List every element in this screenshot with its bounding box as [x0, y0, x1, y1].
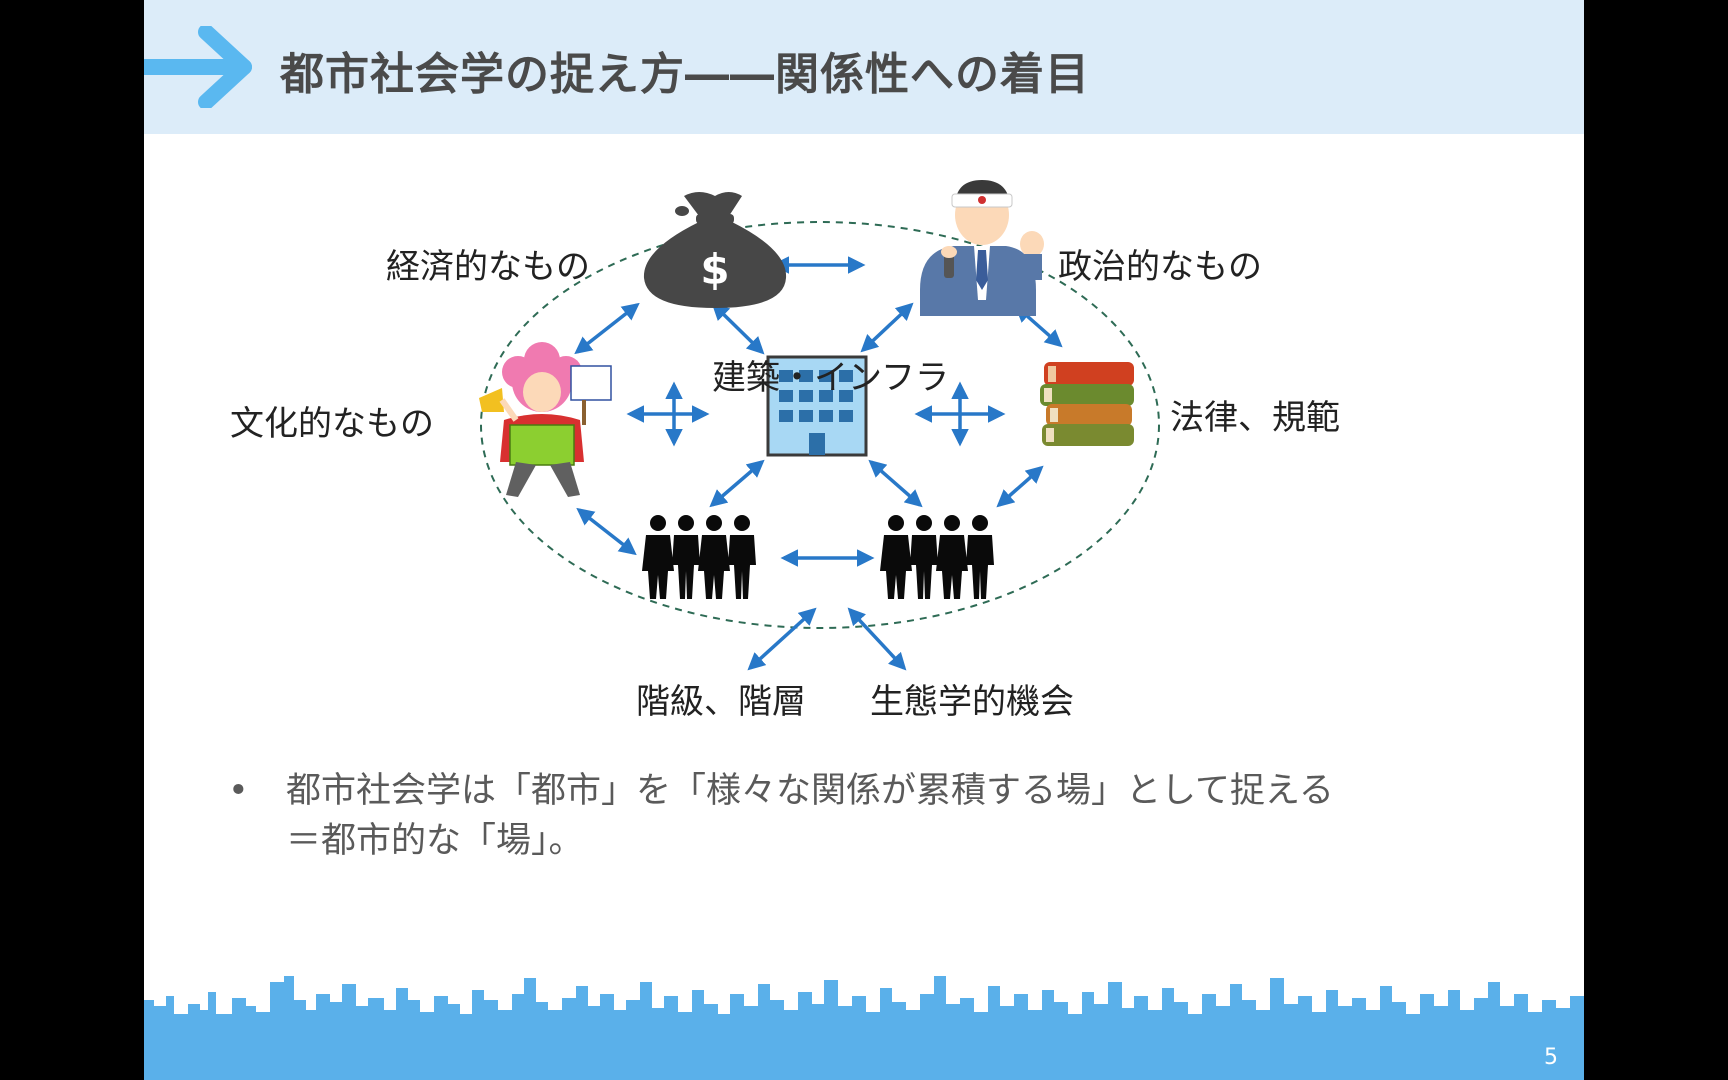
slide-header: 都市社会学の捉え方――関係性への着目	[144, 0, 1584, 134]
cheering-person-icon	[479, 342, 612, 497]
page-title: 都市社会学の捉え方――関係性への着目	[280, 49, 1090, 100]
label-class: 階級、階層	[636, 682, 806, 722]
label-cultural: 文化的なもの	[230, 404, 434, 444]
bullet-line-1: 都市社会学は「都市」を「様々な関係が累積する場」として捉える	[286, 771, 1334, 811]
people-group-icon	[642, 515, 994, 599]
city-skyline-footer	[144, 976, 1584, 1080]
building-icon	[766, 355, 868, 457]
money-bag-symbol: $	[700, 245, 729, 294]
page-number: 5	[1544, 1045, 1558, 1070]
relationship-diagram: $	[479, 180, 1160, 671]
label-law: 法律、規範	[1170, 398, 1340, 438]
money-bag-icon: $	[643, 192, 787, 308]
label-center-infrastructure: 建築・インフラ	[712, 358, 949, 398]
slide: 都市社会学の捉え方――関係性への着目	[144, 0, 1584, 1080]
label-economic: 経済的なもの	[386, 247, 590, 287]
politician-icon	[920, 180, 1044, 316]
label-political: 政治的なもの	[1058, 247, 1262, 287]
books-icon	[1040, 362, 1134, 446]
relationship-arrows	[574, 256, 1063, 671]
header-arrow-icon	[144, 26, 252, 108]
label-ecology: 生態学的機会	[870, 682, 1074, 722]
dashed-ellipse	[480, 221, 1160, 629]
bullet-marker: •	[228, 771, 249, 811]
bullet-line-2: ＝都市的な「場」。	[286, 821, 584, 861]
